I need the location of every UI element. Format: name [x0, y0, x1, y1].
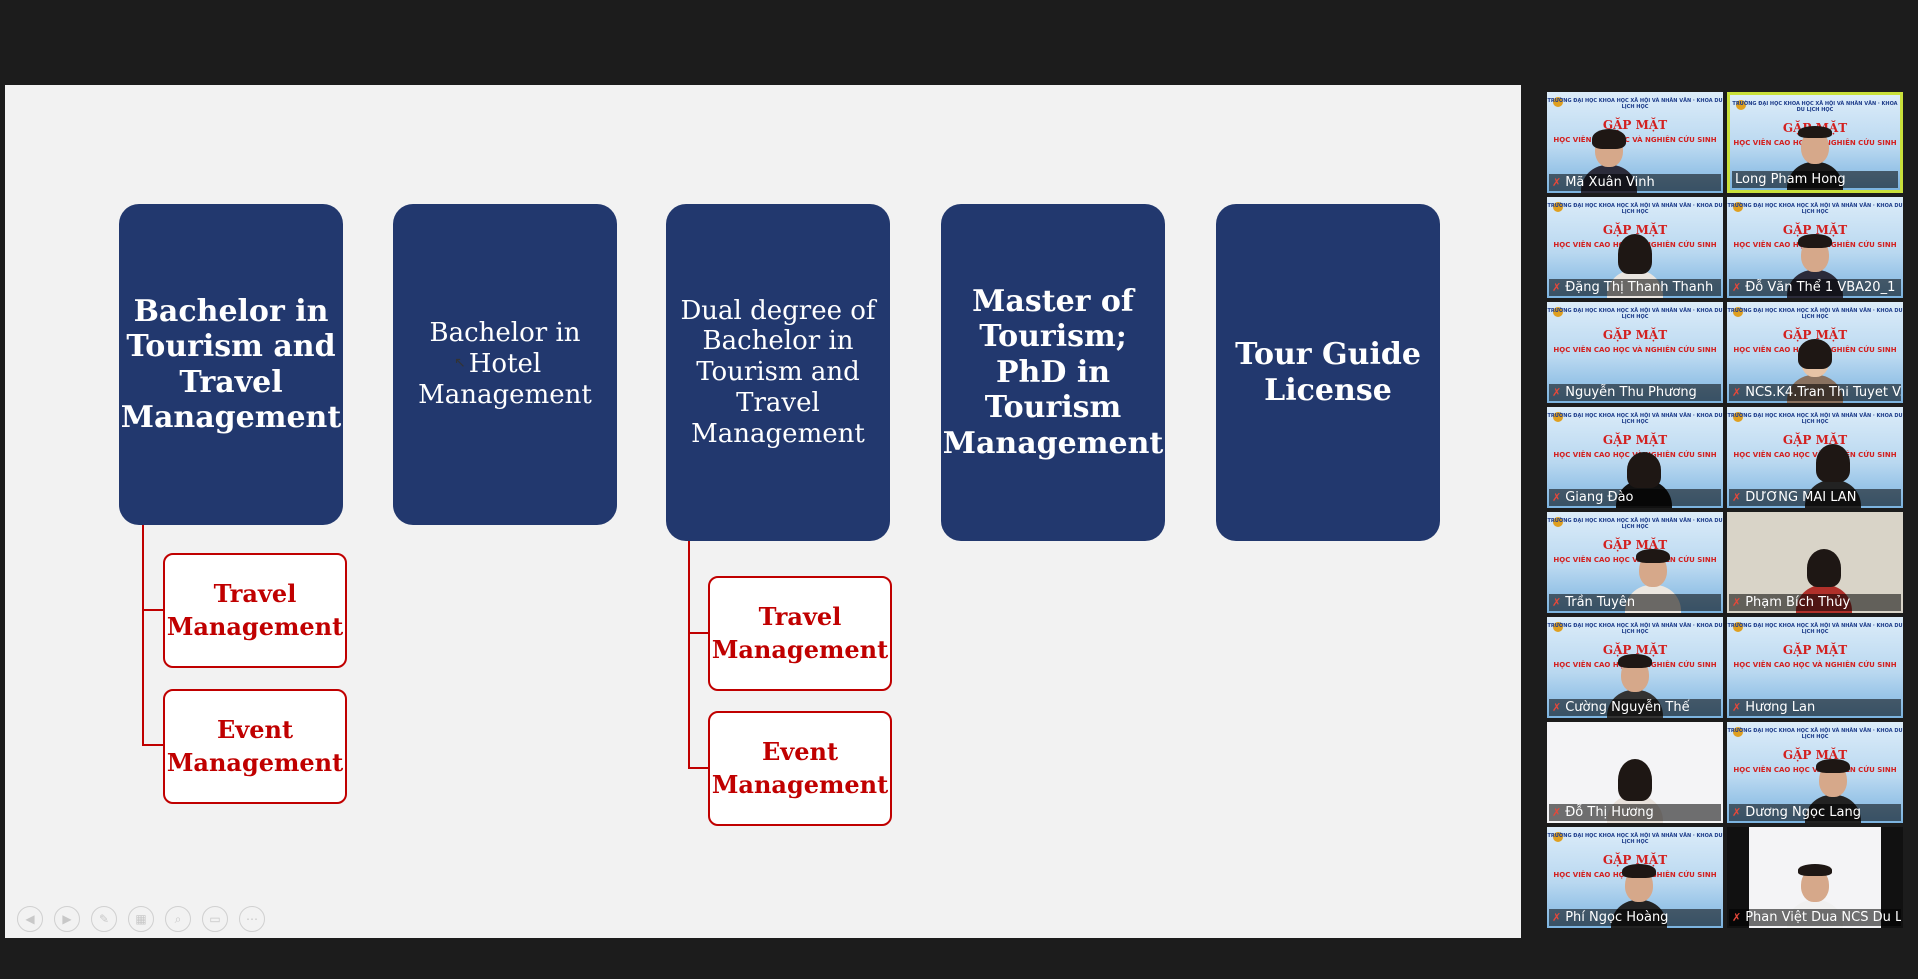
participant-tile[interactable]: TRƯỜNG ĐẠI HỌC KHOA HỌC XÃ HỘI VÀ NHÂN V… [1547, 617, 1723, 718]
participant-tile[interactable]: TRƯỜNG ĐẠI HỌC KHOA HỌC XÃ HỘI VÀ NHÂN V… [1727, 722, 1903, 823]
participant-name: DƯƠNG MAI LAN [1745, 490, 1857, 505]
box-dual-degree: Dual degree of Bachelor in Tourism and T… [666, 204, 890, 541]
connector-line [688, 632, 710, 634]
connector-line [142, 525, 144, 746]
participant-tile[interactable]: TRƯỜNG ĐẠI HỌC KHOA HỌC XÃ HỘI VÀ NHÂN V… [1547, 197, 1723, 298]
participant-tile[interactable]: TRƯỜNG ĐẠI HỌC KHOA HỌC XÃ HỘI VÀ NHÂN V… [1547, 407, 1723, 508]
mouse-cursor-icon: ↖ [454, 355, 466, 371]
more-icon[interactable]: ⋯ [239, 906, 265, 932]
participant-name: Trần Tuyên [1565, 595, 1636, 610]
participant-name: Đỗ Thị Hương [1565, 805, 1654, 820]
presentation-slide: Bachelor in Tourism and Travel Managemen… [5, 85, 1521, 938]
participant-name: Mã Xuân Vinh [1565, 175, 1655, 190]
subtitles-icon[interactable]: ▭ [202, 906, 228, 932]
sub-event-management-2: Event Management [708, 711, 892, 826]
mic-muted-icon: ✗ [1732, 386, 1742, 399]
participant-name: Nguyễn Thu Phương [1565, 385, 1697, 400]
participant-name: Dương Ngọc Lang [1745, 805, 1861, 820]
participant-tile[interactable]: TRƯỜNG ĐẠI HỌC KHOA HỌC XÃ HỘI VÀ NHÂN V… [1547, 92, 1723, 193]
participant-tile[interactable]: TRƯỜNG ĐẠI HỌC KHOA HỌC XÃ HỘI VÀ NHÂN V… [1727, 197, 1903, 298]
mic-muted-icon: ✗ [1732, 911, 1742, 924]
mic-muted-icon: ✗ [1552, 176, 1562, 189]
participant-tile[interactable]: ✗Đỗ Thị Hương [1547, 722, 1723, 823]
mic-muted-icon: ✗ [1552, 386, 1562, 399]
slideshow-toolbar: ◀ ▶ ✎ ▦ ⌕ ▭ ⋯ [17, 906, 265, 932]
participant-tile[interactable]: TRƯỜNG ĐẠI HỌC KHOA HỌC XÃ HỘI VÀ NHÂN V… [1727, 407, 1903, 508]
mic-muted-icon: ✗ [1552, 281, 1562, 294]
participant-name: Phạm Bích Thủy [1745, 595, 1851, 610]
mic-muted-icon: ✗ [1732, 701, 1742, 714]
connector-line [142, 744, 164, 746]
participant-tile[interactable]: TRƯỜNG ĐẠI HỌC KHOA HỌC XÃ HỘI VÀ NHÂN V… [1727, 302, 1903, 403]
slides-icon[interactable]: ▦ [128, 906, 154, 932]
sub-travel-management-2: Travel Management [708, 576, 892, 691]
participant-tile[interactable]: TRƯỜNG ĐẠI HỌC KHOA HỌC XÃ HỘI VÀ NHÂN V… [1547, 302, 1723, 403]
participant-name: Phan Việt Dua NCS Du L... [1745, 910, 1901, 925]
participant-tile[interactable]: ✗Phạm Bích Thủy [1727, 512, 1903, 613]
participant-name: Hương Lan [1745, 700, 1816, 715]
participant-tile-active[interactable]: TRƯỜNG ĐẠI HỌC KHOA HỌC XÃ HỘI VÀ NHÂN V… [1727, 92, 1903, 193]
box-bachelor-hotel: Bachelor in Hotel Management [393, 204, 617, 525]
mic-muted-icon: ✗ [1552, 806, 1562, 819]
mic-muted-icon: ✗ [1732, 596, 1742, 609]
participant-name: Đặng Thị Thanh Thanh [1565, 280, 1714, 295]
sub-travel-management-1: Travel Management [163, 553, 347, 668]
mic-muted-icon: ✗ [1732, 806, 1742, 819]
mic-muted-icon: ✗ [1552, 596, 1562, 609]
mic-muted-icon: ✗ [1552, 911, 1562, 924]
connector-line [688, 767, 710, 769]
sub-event-management-1: Event Management [163, 689, 347, 804]
participant-name: Long Pham Hong [1735, 172, 1846, 187]
zoom-icon[interactable]: ⌕ [165, 906, 191, 932]
participant-name: Giang Đào [1565, 490, 1634, 505]
box-master-phd: Master of Tourism; PhD in Tourism Manage… [941, 204, 1165, 541]
participant-tile[interactable]: TRƯỜNG ĐẠI HỌC KHOA HỌC XÃ HỘI VÀ NHÂN V… [1727, 617, 1903, 718]
box-bachelor-tourism: Bachelor in Tourism and Travel Managemen… [119, 204, 343, 525]
participant-tile[interactable]: TRƯỜNG ĐẠI HỌC KHOA HỌC XÃ HỘI VÀ NHÂN V… [1547, 827, 1723, 928]
pen-icon[interactable]: ✎ [91, 906, 117, 932]
connector-line [142, 609, 164, 611]
participant-name: Cường Nguyễn Thế [1565, 700, 1690, 715]
participant-tile[interactable]: TRƯỜNG ĐẠI HỌC KHOA HỌC XÃ HỘI VÀ NHÂN V… [1547, 512, 1723, 613]
mic-muted-icon: ✗ [1732, 281, 1742, 294]
mic-muted-icon: ✗ [1732, 491, 1742, 504]
mic-muted-icon: ✗ [1552, 491, 1562, 504]
participant-name: Phí Ngọc Hoàng [1565, 910, 1669, 925]
connector-line [688, 541, 690, 769]
participant-name: NCS.K4.Tran Thi Tuyet V... [1745, 385, 1901, 400]
previous-icon[interactable]: ◀ [17, 906, 43, 932]
box-tour-guide: Tour Guide License [1216, 204, 1440, 541]
mic-muted-icon: ✗ [1552, 701, 1562, 714]
next-icon[interactable]: ▶ [54, 906, 80, 932]
participant-name: Đỗ Văn Thể 1 VBA20_1 [1745, 280, 1896, 295]
participant-tile[interactable]: ✗Phan Việt Dua NCS Du L... [1727, 827, 1903, 928]
